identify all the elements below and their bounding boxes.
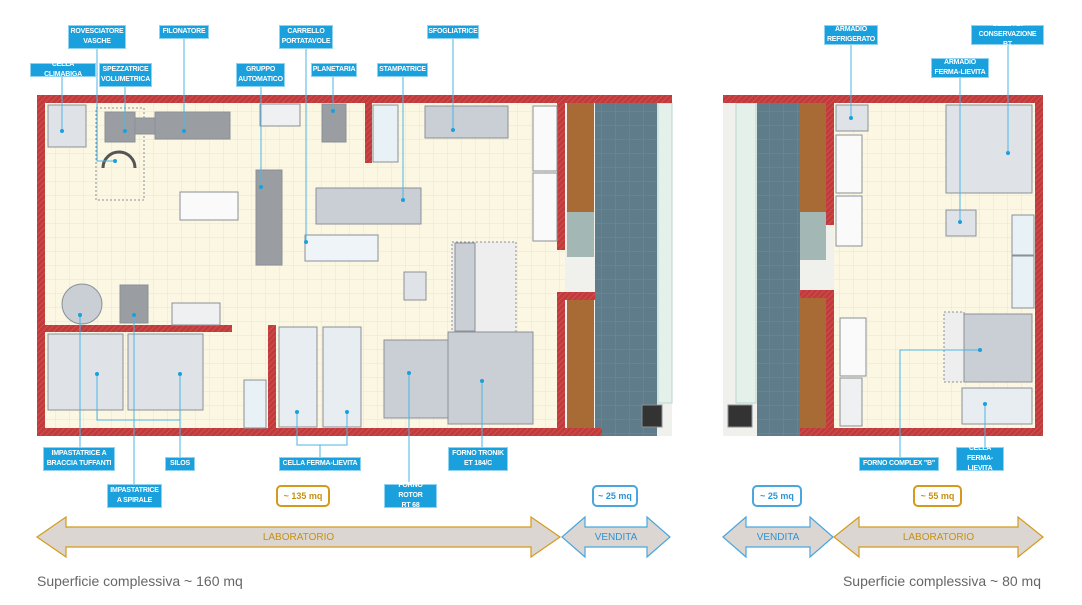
equipment [47,103,663,429]
vendita-arrow [561,515,671,559]
right-plan [722,42,1044,559]
total-area-right: Superficie complessiva ~ 80 mq [842,573,1041,589]
filonatore-unit [154,111,231,140]
display-glass [800,212,826,260]
lab-area-badge: ~ 135 mq [276,485,330,507]
walls [723,95,1043,436]
vendita-arrow-label: VENDITA [756,531,800,543]
cella-conservazione-unit [945,104,1033,194]
vendita-area-badge: ~ 25 mq [752,485,802,507]
shop-shelf [657,102,673,404]
shop-shelf [735,102,757,404]
sink [171,302,221,326]
lab-area-badge: ~ 55 mq [913,485,962,507]
label-stampatrice: STAMPATRICE [378,64,427,76]
leader-lines [61,37,483,485]
leader-dots [60,109,484,414]
forno-complex-hood [943,311,965,383]
laboratorio-arrow-label: LABORATORIO [902,531,975,543]
label-silos: SILOS [166,458,194,470]
label-armadio-ferma-lievita: ARMADIO FERMA-LIEVITA [932,59,988,77]
label-impastatrice-braccia: IMPASTATRICE A BRACCIA TUFFANTI [44,448,114,470]
label-forno-tronik: FORNO TRONIK ET 184/C [449,448,507,470]
laboratorio-arrow [833,515,1044,559]
stampatrice-unit [315,187,422,225]
label-planetaria: PLANETARIA [312,64,356,76]
cash-register [641,404,663,428]
shop-floor [595,103,657,436]
worktable [839,317,867,377]
total-area-left: Superficie complessiva ~ 160 mq [37,573,243,589]
armadio-refrigerato-unit [835,104,869,132]
carrello-portatavole-unit [304,234,379,262]
rack [1011,255,1035,309]
sfogliatrice-unit [424,105,509,139]
cella-ferma-lievita-unit [961,387,1033,425]
leader-dots [849,116,1010,406]
left-plan [35,37,673,559]
shop-floor [757,103,800,436]
vendita-arrow-label: VENDITA [594,531,638,543]
label-rovesciatore-vasche: ROVESCIATORE VASCHE [69,26,125,48]
label-carrello-portatavole: CARRELLO PORTATAVOLE [280,26,332,48]
label-cella-ferma-lievita: CELLA FERMA-LIEVITA [280,458,360,470]
spezzatrice-unit [104,111,136,143]
laboratorio-arrow [35,515,562,559]
label-armadio-refrigerato: ARMADIO REFRIGERATO [825,26,877,44]
shop-counter [800,103,826,213]
cella-ferma-lievita-unit [322,326,362,428]
cash-register [727,404,753,428]
label-spezzatrice-volumetrica: SPEZZATRICE VOLUMETRICA [100,64,151,86]
worktable [835,134,863,194]
forno-tronik-unit [447,331,534,425]
leader-lines [850,42,1009,458]
shop-counter [567,300,594,430]
vendita-area-badge: ~ 25 mq [592,485,638,507]
worktable [532,172,558,242]
label-cella-climabiga: CELLA CLIMABIGA [31,61,95,78]
worktable [532,105,558,172]
silos-unit [47,333,124,411]
rack [1011,214,1035,256]
shop-counter [800,298,826,430]
sink [839,377,863,427]
vendita-arrow [722,515,834,559]
rovesciatore-area [95,107,145,201]
display-glass [567,212,594,257]
worktable [835,195,863,247]
label-impastatrice-spirale: IMPASTATRICE A SPIRALE [108,485,161,507]
silos-unit [127,333,204,411]
worktable [179,191,239,221]
label-forno-complex: FORNO COMPLEX "B" [860,458,938,470]
rack [243,379,267,429]
forno-complex-unit [963,313,1033,383]
shelving [372,104,399,163]
sink [259,103,301,127]
label-sfogliatrice: SFOGLIATRICE [428,26,478,38]
cart [403,271,427,301]
label-cella-ferma-lievita-right: CELLA FERMA-LIEVITA [957,445,1003,472]
rovesciatore-unit [101,150,137,169]
label-gruppo-automatico: GRUPPO AUTOMATICO [237,64,284,86]
cella-climabiga-unit [47,104,87,148]
label-cella-conservazione: CELLA DI CONSERVAZIONE BT [972,21,1043,48]
forno-rotor-unit [383,339,449,419]
gruppo-automatico-unit [255,169,283,266]
impastatrice-braccia-unit [61,283,103,325]
label-filonatore: FILONATORE [160,26,208,38]
label-forno-rotor: FORNO ROTOR RT 68 [385,482,436,509]
laboratorio-arrow-label: LABORATORIO [262,531,335,543]
